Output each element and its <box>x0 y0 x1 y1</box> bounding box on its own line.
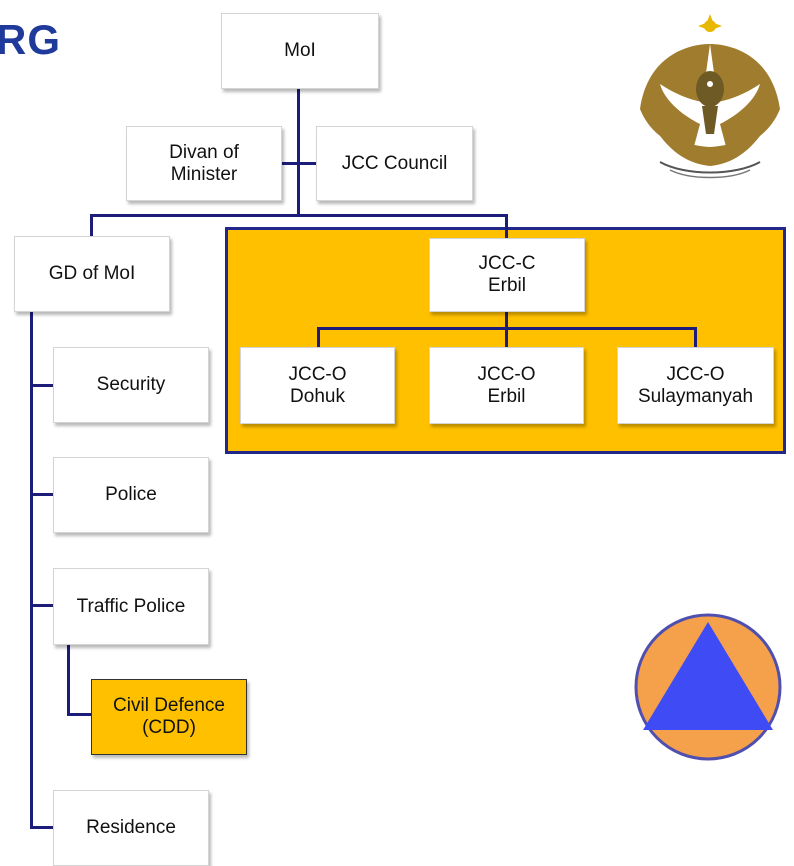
connector-civil-defence-horizontal <box>67 713 91 716</box>
residence-box: Residence <box>53 790 209 866</box>
connector-gd-trunk <box>30 312 33 829</box>
jcc-c-erbil-label: JCC-C Erbil <box>478 253 536 296</box>
gd-of-moi-box: GD of MoI <box>14 236 170 312</box>
connector-jcc-o-erbil <box>505 327 508 347</box>
connector-jcc-c-trunk <box>505 312 508 329</box>
jcc-o-dohuk-label: JCC-O Dohuk <box>288 363 347 407</box>
connector-jcc-o-dohuk <box>317 327 320 347</box>
connector-civil-defence-vertical <box>67 645 70 716</box>
connector-security <box>30 384 53 387</box>
divan-of-minister-label: Divan of Minister <box>169 141 239 185</box>
jcc-o-erbil-box: JCC-O Erbil <box>429 347 584 424</box>
connector-residence <box>30 826 53 829</box>
jcc-o-erbil-label: JCC-O Erbil <box>477 363 536 407</box>
connector-jcc-o-sulaymanyah <box>694 327 697 347</box>
connector-divan-council <box>282 162 316 165</box>
security-label: Security <box>96 374 166 395</box>
connector-moi-trunk <box>297 89 300 217</box>
police-box: Police <box>53 457 209 533</box>
civil-defence-label: Civil Defence (CDD) <box>113 695 225 738</box>
jcc-o-dohuk-box: JCC-O Dohuk <box>240 347 395 424</box>
logo-text: RG <box>0 16 61 63</box>
krg-eagle-emblem-icon <box>640 14 780 179</box>
police-label: Police <box>105 484 157 505</box>
jcc-council-label: JCC Council <box>341 152 448 174</box>
traffic-police-label: Traffic Police <box>76 595 186 617</box>
connector-police <box>30 493 53 496</box>
divan-of-minister-box: Divan of Minister <box>126 126 282 201</box>
moi-box: MoI <box>221 13 379 89</box>
moi-label: MoI <box>284 40 316 61</box>
jcc-o-sulaymanyah-label: JCC-O Sulaymanyah <box>637 363 754 407</box>
traffic-police-box: Traffic Police <box>53 568 209 645</box>
jcc-c-erbil-box: JCC-C Erbil <box>429 238 585 312</box>
gd-of-moi-label: GD of MoI <box>48 263 136 284</box>
civil-defence-box: Civil Defence (CDD) <box>91 679 247 755</box>
connector-traffic-police <box>30 604 53 607</box>
jcc-o-sulaymanyah-box: JCC-O Sulaymanyah <box>617 347 774 424</box>
connector-top-bar <box>90 214 508 217</box>
connector-jcc-drop <box>505 214 508 238</box>
civil-defence-triangle-icon <box>634 613 782 761</box>
jcc-council-box: JCC Council <box>316 126 473 201</box>
connector-gd-drop <box>90 214 93 236</box>
security-box: Security <box>53 347 209 423</box>
residence-label: Residence <box>86 817 176 838</box>
